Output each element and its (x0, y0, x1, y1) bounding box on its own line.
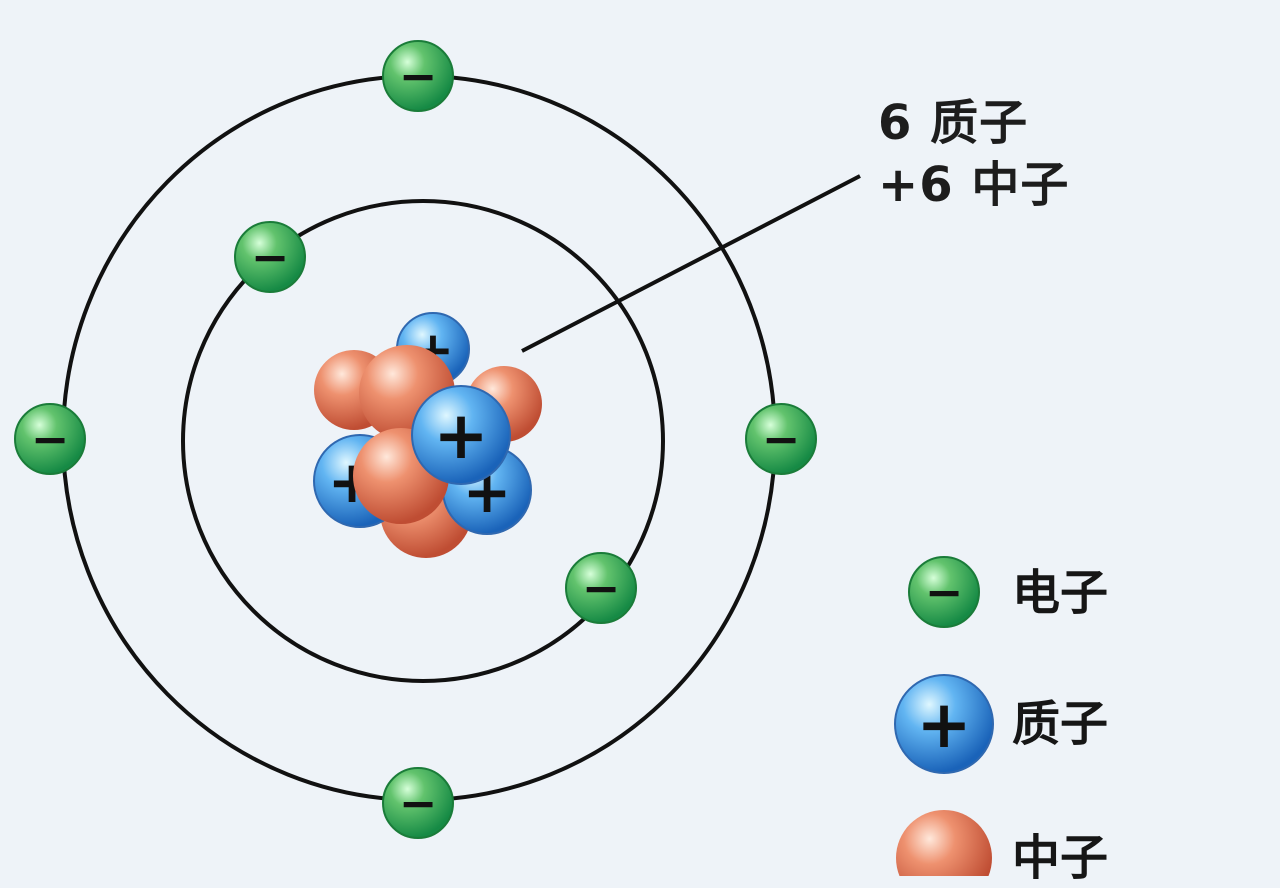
legend-proton-label: 质子 (1012, 696, 1109, 752)
legend-neutron-label: 中子 (1012, 830, 1109, 886)
legend-electron-sign: − (925, 565, 964, 619)
electron: − (234, 221, 306, 293)
nucleus: + + + + (313, 312, 542, 558)
legend-neutron-icon (896, 810, 992, 888)
proton (411, 385, 511, 485)
electron: − (14, 403, 86, 475)
electron: − (382, 40, 454, 112)
electron: − (745, 403, 817, 475)
legend-electron-icon: − (908, 556, 980, 628)
electron: − (565, 552, 637, 624)
electron-sign: − (582, 561, 621, 615)
neutron-count-label: +6 中子 (878, 157, 1070, 213)
proton-sign: + (433, 397, 488, 474)
nucleus-pointer-line (521, 174, 861, 353)
proton-count-label: 6 质子 (878, 95, 1029, 151)
electron-sign: − (762, 412, 801, 466)
electron-sign: − (399, 776, 438, 830)
electron-sign: − (399, 49, 438, 103)
inner-orbit (181, 199, 665, 683)
electron: − (382, 767, 454, 839)
electron-sign: − (251, 230, 290, 284)
legend-electron-label: 电子 (1012, 565, 1109, 621)
legend-proton-sign: + (916, 686, 971, 763)
nucleus-composition-label: 6 质子 +6 中子 (878, 92, 1198, 216)
legend-proton-icon: + (894, 674, 994, 774)
electron-sign: − (31, 412, 70, 466)
